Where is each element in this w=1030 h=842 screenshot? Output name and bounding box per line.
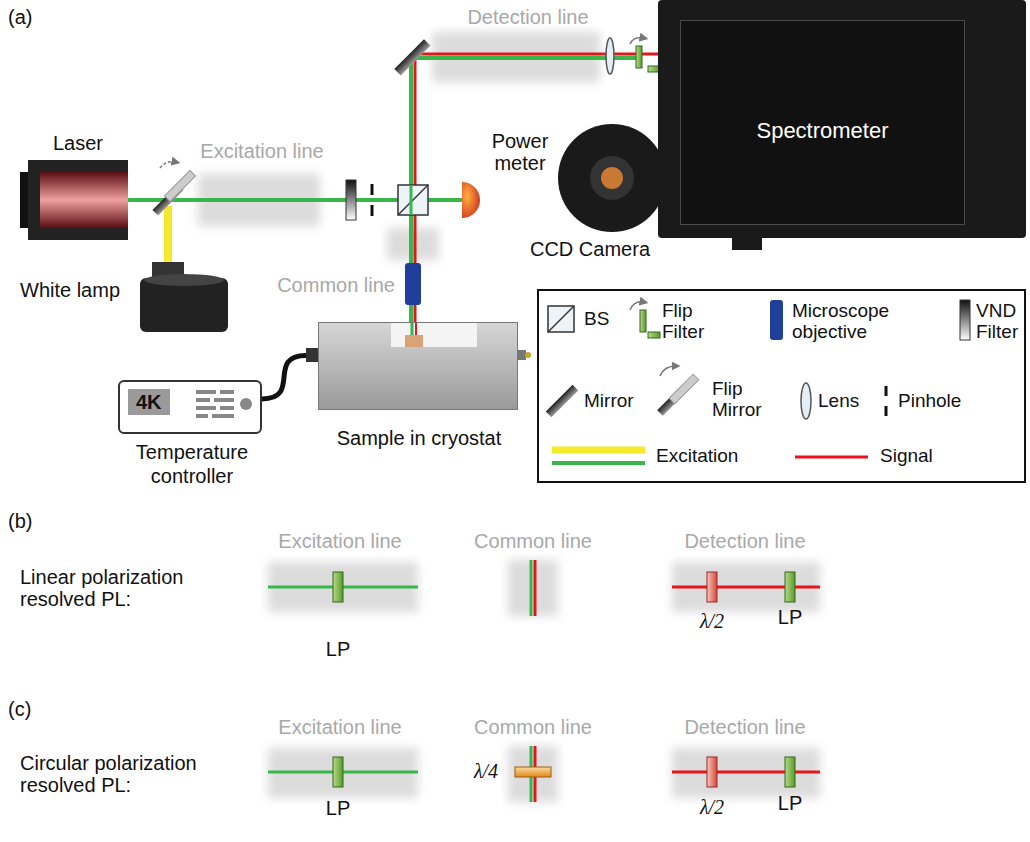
- section-name: Excitation line: [177, 140, 347, 162]
- section-name: Detection line: [448, 6, 608, 28]
- spectrometer-box: Spectrometer: [680, 20, 965, 225]
- legend-text: Microscope objective: [792, 300, 912, 343]
- node-text: Temperature controller: [100, 440, 284, 488]
- node-text: Sample in cryostat: [279, 427, 559, 449]
- section-name: Common line: [458, 530, 608, 552]
- node-text: 4K: [136, 391, 162, 413]
- part-name: Power meter: [488, 130, 552, 175]
- section-name: Excitation line: [255, 716, 425, 738]
- legend-text: VND Filter: [976, 300, 1024, 343]
- part-name: White lamp: [20, 279, 142, 301]
- panel-letter: (b): [8, 510, 48, 532]
- component-label: LP: [770, 606, 810, 628]
- section-name: Common line: [245, 274, 395, 296]
- part-name: CCD Camera: [525, 238, 655, 260]
- component-label: LP: [770, 792, 810, 814]
- display-panel: 4K: [128, 389, 170, 415]
- component-label: LP: [318, 797, 358, 819]
- component-label: LP: [318, 638, 358, 660]
- legend-text: Excitation: [656, 445, 776, 466]
- legend-text: Pinhole: [898, 390, 988, 411]
- component-label: λ/4: [461, 760, 511, 782]
- panel-letter: (c): [8, 698, 48, 720]
- cryostat-box: Sample in cryostat: [318, 322, 518, 410]
- cable: [262, 355, 306, 398]
- cryostat-window: [319, 323, 519, 411]
- section-name: Detection line: [665, 530, 825, 552]
- legend-text: Signal: [880, 445, 980, 466]
- legend-text: Flip Mirror: [712, 378, 776, 421]
- controller-box: 4KTemperature controller: [118, 380, 262, 434]
- row-title: Linear polarization resolved PL:: [20, 566, 220, 611]
- legend-text: Lens: [818, 390, 878, 411]
- component-label: λ/2: [682, 796, 742, 818]
- legend-text: BS: [584, 308, 624, 329]
- section-name: Common line: [458, 716, 608, 738]
- component-label: λ/2: [682, 610, 742, 632]
- legend-text: Mirror: [584, 390, 664, 411]
- part-name: Laser: [38, 132, 118, 154]
- legend-symbols: [546, 300, 970, 463]
- section-name: Detection line: [665, 716, 825, 738]
- panel-letter: (a): [8, 6, 48, 28]
- legend-text: Flip Filter: [662, 300, 726, 343]
- node-text: Spectrometer: [681, 119, 964, 144]
- row-title: Circular polarization resolved PL:: [20, 752, 220, 797]
- section-name: Excitation line: [255, 530, 425, 552]
